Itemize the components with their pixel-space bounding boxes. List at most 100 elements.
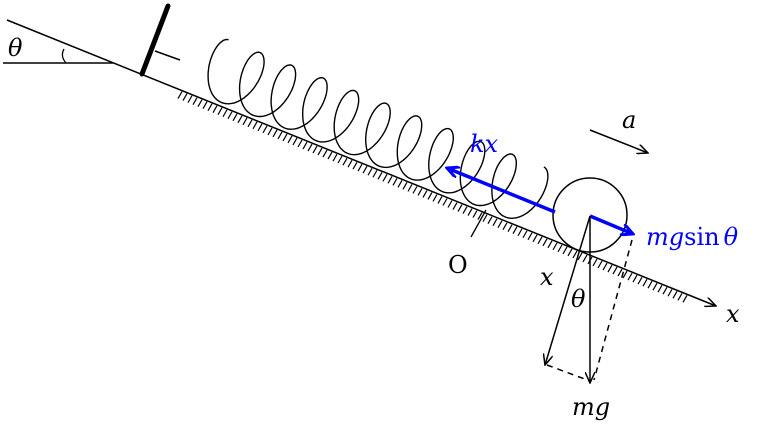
hatch-mark: [342, 157, 348, 166]
spring-force-label: kx: [470, 130, 499, 158]
hatch-mark: [352, 161, 358, 170]
hatch-mark: [312, 145, 318, 154]
angle-arc: [61, 48, 67, 64]
hatch-mark: [527, 232, 533, 241]
hatch-mark: [457, 204, 463, 212]
hatch-mark: [532, 234, 538, 243]
hatch-mark: [407, 184, 413, 192]
hatch-mark: [452, 202, 458, 210]
hatch-mark: [432, 194, 438, 202]
hatch-mark: [302, 141, 308, 150]
hatch-mark: [632, 274, 638, 283]
hatch-mark: [427, 192, 433, 200]
hatch-mark: [412, 186, 418, 194]
hatch-mark: [417, 188, 423, 196]
hatch-mark: [242, 117, 248, 126]
hatch-mark: [677, 292, 683, 301]
hatch-mark: [262, 125, 268, 134]
hatch-mark: [447, 200, 453, 208]
hatch-mark: [377, 171, 383, 180]
hatch-mark: [467, 208, 473, 216]
hatch-mark: [232, 113, 238, 122]
hatch-mark: [617, 268, 623, 277]
hatch-mark: [207, 103, 213, 111]
hatch-mark: [272, 129, 278, 138]
hatch-mark: [502, 222, 508, 230]
hatch-mark: [222, 109, 228, 118]
hatch-mark: [497, 220, 503, 228]
hatch-mark: [627, 272, 633, 281]
hatch-mark: [277, 131, 283, 140]
hatch-mark: [292, 137, 298, 146]
hatch-mark: [537, 236, 543, 245]
hatch-mark: [182, 93, 188, 101]
origin-label: O: [448, 251, 468, 279]
hatch-mark: [562, 246, 568, 255]
hatch-mark: [327, 151, 333, 160]
weight-label: mg: [572, 393, 610, 421]
hatch-mark: [577, 252, 583, 261]
hatch-mark: [652, 282, 658, 291]
hatch-mark: [512, 226, 518, 235]
hatch-mark: [192, 97, 198, 105]
spring-connector: [154, 50, 181, 61]
axis-label: x: [726, 300, 740, 328]
hatch-mark: [612, 266, 618, 275]
hatch-mark: [557, 244, 563, 253]
acceleration-label: a: [622, 106, 636, 134]
parallel-gravity-arrow: [589, 214, 633, 234]
hatch-mark: [422, 190, 428, 198]
hatch-mark: [317, 147, 323, 156]
hatch-mark: [257, 123, 263, 132]
hatch-mark: [217, 107, 223, 116]
dashed-line-a: [546, 364, 591, 382]
hatch-mark: [397, 180, 403, 188]
hatch-mark: [202, 101, 208, 109]
hatch-mark: [247, 119, 253, 128]
hatch-mark: [542, 238, 548, 247]
hatch-mark: [667, 288, 673, 297]
hatch-mark: [442, 198, 448, 206]
origin-tick: [470, 209, 487, 238]
hatch-mark: [227, 111, 233, 120]
hatch-mark: [492, 218, 498, 226]
hatch-mark: [287, 135, 293, 144]
hatch-mark: [392, 178, 398, 186]
displacement-label: x: [540, 263, 554, 291]
hatch-mark: [662, 286, 668, 295]
normal-component-arrow: [545, 215, 591, 365]
hatch-mark: [682, 295, 688, 303]
angle-label-top: θ: [8, 34, 23, 62]
hatch-mark: [522, 230, 528, 239]
hatch-mark: [657, 284, 663, 293]
hatch-mark: [552, 242, 558, 251]
hatch-mark: [177, 91, 183, 99]
hatch-mark: [297, 139, 303, 148]
hatch-mark: [347, 159, 353, 168]
hatch-mark: [507, 224, 513, 233]
hatch-mark: [637, 276, 643, 285]
hatch-mark: [367, 167, 373, 176]
angle-label-ball: θ: [571, 285, 586, 313]
hatch-mark: [237, 115, 243, 124]
label-sin: sin: [684, 223, 719, 251]
hatch-mark: [437, 196, 443, 204]
dashed-line-b: [593, 239, 633, 381]
hatch-mark: [487, 216, 493, 224]
hatch-mark: [362, 165, 368, 174]
hatch-mark: [382, 173, 388, 182]
hatch-mark: [282, 133, 288, 142]
hatch-mark: [672, 290, 678, 299]
hatch-mark: [597, 260, 603, 269]
hatch-mark: [602, 262, 608, 271]
hatch-mark: [197, 99, 203, 107]
hatch-mark: [607, 264, 613, 273]
incline-axis-line: [6, 19, 716, 306]
hatch-mark: [547, 240, 553, 249]
label-mg: mg: [646, 223, 684, 251]
hatch-mark: [592, 258, 598, 267]
hatch-mark: [387, 176, 393, 184]
hatch-mark: [372, 169, 378, 178]
hatch-mark: [332, 153, 338, 162]
